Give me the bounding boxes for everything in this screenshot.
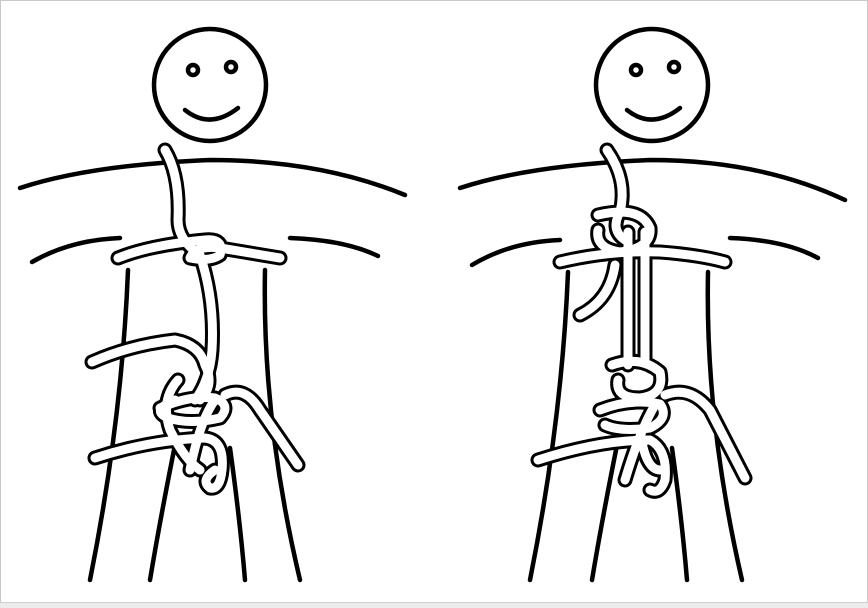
- right-leg-left: [592, 445, 617, 580]
- left-head: [154, 29, 266, 141]
- right-right-arm: [730, 238, 818, 258]
- right-torso-left: [530, 272, 568, 580]
- left-eye-left: [188, 65, 198, 75]
- right-cord: [538, 150, 745, 491]
- right-face: [596, 29, 708, 141]
- left-torso-left: [90, 270, 128, 580]
- right-smile: [627, 108, 680, 120]
- right-panel: [460, 29, 845, 580]
- right-shoulders: [460, 160, 845, 200]
- right-leg-right: [672, 448, 687, 580]
- left-panel: [20, 29, 405, 580]
- left-shoulders: [20, 160, 405, 195]
- left-right-arm: [290, 238, 378, 256]
- right-left-arm: [472, 240, 560, 265]
- right-eye-right: [669, 62, 679, 72]
- bottom-bar: [0, 602, 868, 608]
- left-face: [154, 29, 266, 141]
- right-eye-left: [631, 65, 641, 75]
- right-head: [596, 29, 708, 141]
- left-leg-right: [230, 448, 245, 580]
- left-left-arm: [32, 238, 120, 262]
- left-smile: [185, 108, 238, 120]
- left-eye-right: [226, 62, 236, 72]
- left-leg-left: [150, 445, 175, 580]
